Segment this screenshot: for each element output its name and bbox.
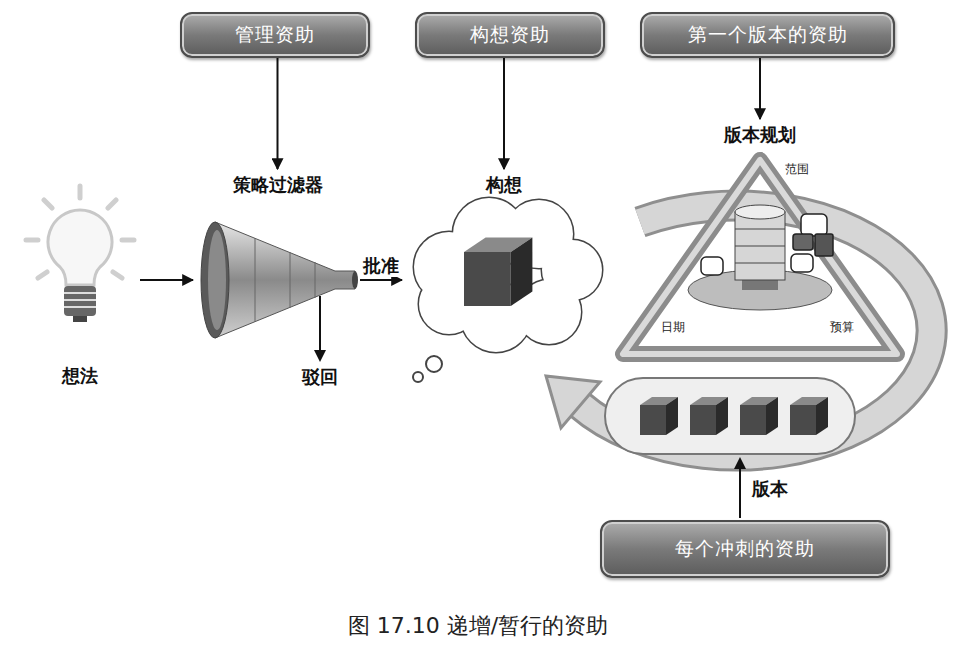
figure-caption: 图 17.10 递增/暂行的资助: [348, 612, 608, 640]
node-label: 构想: [404, 174, 604, 197]
vision-cloud: 构想: [404, 172, 604, 385]
funding-box: 每个冲刺的资助: [600, 520, 890, 578]
strategy-filter-funnel-shape: [195, 172, 360, 347]
box-label: 每个冲刺的资助: [675, 537, 815, 561]
connector-arrow: [503, 58, 505, 169]
box-label: 构想资助: [470, 23, 550, 47]
idea-bulb-shape: [20, 180, 140, 395]
reject-arrow: [314, 296, 326, 362]
strategy-filter-funnel: 策略过滤器: [195, 172, 360, 347]
annotation-label: 驳回: [302, 366, 338, 389]
node-label: 日期: [661, 320, 685, 335]
annotation-label: 版本: [752, 478, 788, 501]
connector-arrow: [759, 58, 761, 119]
release-planning-triangle-shape: [615, 122, 905, 362]
node-label: 范围: [785, 162, 809, 177]
vision-cloud-shape: [404, 172, 604, 385]
node-label: 策略过滤器: [195, 174, 360, 197]
edge-label: 批准: [361, 255, 401, 278]
release-arrow: [734, 457, 746, 518]
box-label: 第一个版本的资助: [688, 23, 848, 47]
release-planning-triangle: 版本规划范围日期 预算: [615, 122, 905, 362]
funding-box: 第一个版本的资助: [640, 12, 895, 58]
funding-box: 构想资助: [415, 12, 605, 58]
box-label: 管理资助: [235, 23, 315, 47]
release-band: [605, 378, 855, 454]
connector-arrow: [360, 279, 402, 281]
node-label: 预算: [830, 320, 854, 335]
connector-arrow: [140, 279, 193, 281]
funding-box: 管理资助: [180, 12, 370, 58]
idea-bulb: 想法: [20, 180, 140, 395]
node-label: 想法: [20, 365, 140, 388]
connector-arrow: [277, 58, 279, 169]
node-label: 版本规划: [615, 124, 905, 147]
